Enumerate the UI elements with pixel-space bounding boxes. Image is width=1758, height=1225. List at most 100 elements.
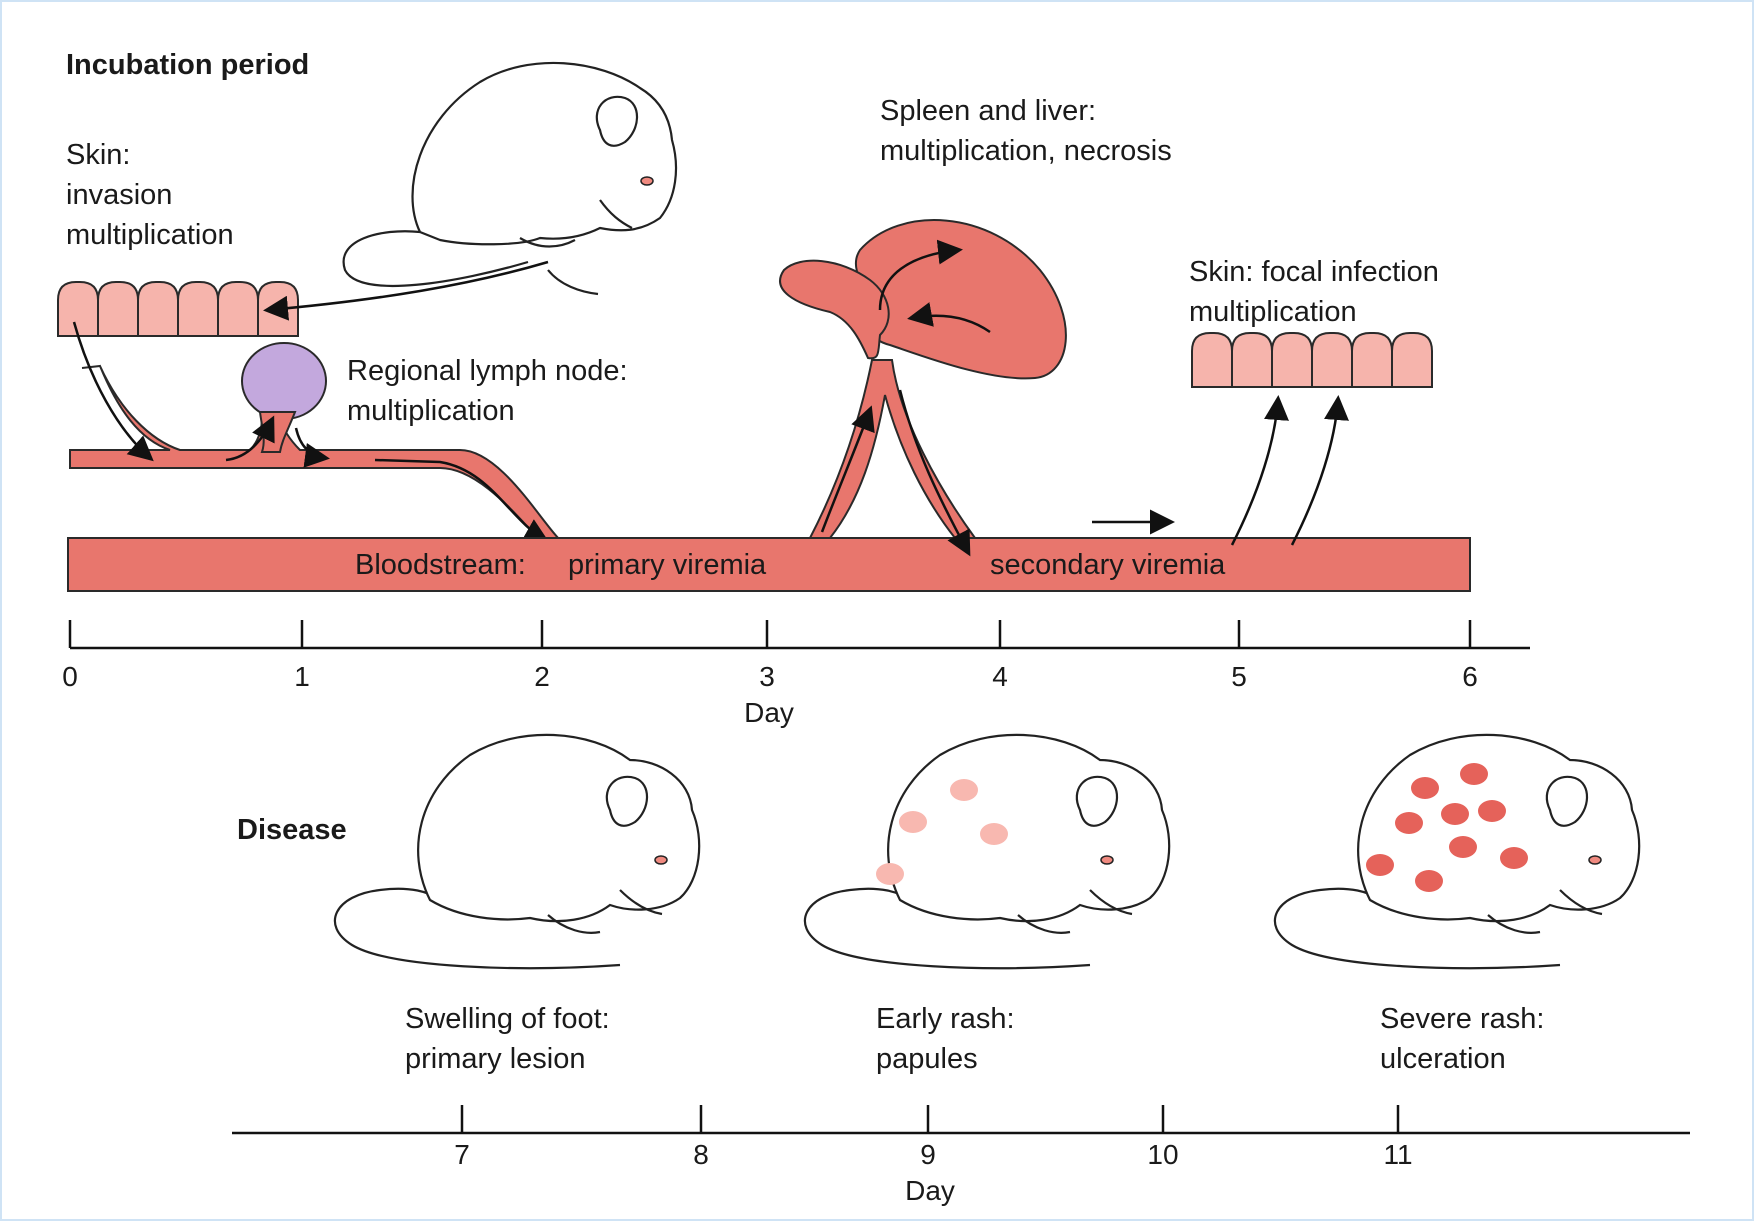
skin-cells-right xyxy=(1191,332,1433,388)
mouse-front-leg xyxy=(599,199,633,229)
lymph-node-label: Regional lymph node: multiplication xyxy=(347,355,628,427)
mouse-top xyxy=(342,61,678,296)
tick-label-4: 4 xyxy=(992,661,1008,692)
stage-1-line-1: Swelling of foot: xyxy=(405,1003,610,1035)
ulcer xyxy=(1478,800,1506,822)
arrow-spleen-multiplication xyxy=(878,239,963,311)
tick-label-8: 8 xyxy=(693,1139,709,1170)
mouse-2-foot xyxy=(1017,914,1071,934)
skin-invasion-line-2: invasion xyxy=(66,179,172,211)
mouse-3-tail xyxy=(1273,887,1561,970)
mouse-2-body xyxy=(887,733,1171,923)
incubation-title: Incubation period xyxy=(66,49,309,81)
mouse-2-front-leg xyxy=(1089,889,1133,916)
mouse-1-foot xyxy=(547,914,601,934)
stage-1-line-2: primary lesion xyxy=(405,1043,586,1075)
mouse-tail xyxy=(342,230,529,288)
tick-label-6: 6 xyxy=(1462,661,1478,692)
mouse-3-front-leg xyxy=(1559,889,1603,916)
mouse-paw xyxy=(519,237,576,248)
secondary-viremia-label: secondary viremia xyxy=(990,549,1226,581)
mouse-1-tail xyxy=(333,887,621,970)
mouse-1-body xyxy=(417,733,701,923)
spleen xyxy=(779,259,890,360)
primary-viremia-label: primary viremia xyxy=(568,549,767,581)
stage-3-line-2: ulceration xyxy=(1380,1043,1506,1075)
ulcer xyxy=(1449,836,1477,858)
mouse-nose xyxy=(640,176,654,186)
mouse-1-nose xyxy=(654,855,668,865)
mouse-tail-tip xyxy=(547,269,599,296)
skin-focal-line-2: multiplication xyxy=(1189,296,1357,328)
arrow-liver-multiplication xyxy=(907,302,991,334)
ulcer xyxy=(1395,812,1423,834)
tick-label-7: 7 xyxy=(454,1139,470,1170)
tick-label-1: 1 xyxy=(294,661,310,692)
mouse-1-ear xyxy=(605,775,649,827)
mouse-stage-3 xyxy=(1273,733,1641,970)
arrow-out-of-node xyxy=(294,427,330,468)
papule xyxy=(950,779,978,801)
skin-invasion-line-3: multiplication xyxy=(66,219,234,251)
bloodstream-bar xyxy=(67,537,1471,592)
tick-label-2: 2 xyxy=(534,661,550,692)
lymph-node-line-2: multiplication xyxy=(347,395,515,427)
papule xyxy=(899,811,927,833)
papule xyxy=(980,823,1008,845)
axis-top-label: Day xyxy=(744,697,794,728)
mouse-stage-2 xyxy=(803,733,1171,970)
axis-bottom-label: Day xyxy=(905,1175,955,1206)
ulcer xyxy=(1460,763,1488,785)
mouse-3-ear xyxy=(1545,775,1589,827)
ulcer xyxy=(1415,870,1443,892)
tick-label-0: 0 xyxy=(62,661,78,692)
organ-vessels xyxy=(808,359,977,539)
mouse-2-ear xyxy=(1075,775,1119,827)
arrow-to-skin-1 xyxy=(1230,395,1289,546)
tick-label-5: 5 xyxy=(1231,661,1247,692)
ulcer xyxy=(1411,777,1439,799)
skin-cells-left xyxy=(57,281,299,337)
axis-top: 0 1 2 3 4 5 6 Day xyxy=(62,620,1530,728)
spleen-liver-label: Spleen and liver: multiplication, necros… xyxy=(880,95,1172,167)
spleen-liver-line-2: multiplication, necrosis xyxy=(880,135,1172,167)
tick-label-9: 9 xyxy=(920,1139,936,1170)
skin-invasion-line-1: Skin: xyxy=(66,139,130,171)
arrow-into-node xyxy=(225,415,275,462)
tick-label-10: 10 xyxy=(1147,1139,1178,1170)
tick-label-3: 3 xyxy=(759,661,775,692)
stage-2-line-2: papules xyxy=(876,1043,978,1075)
lymph-node xyxy=(241,342,327,420)
arrow-to-bloodstream xyxy=(374,458,550,543)
bloodstream-label: Bloodstream: xyxy=(355,549,526,581)
mouse-3-nose xyxy=(1588,855,1602,865)
ulcer xyxy=(1441,803,1469,825)
skin-invasion-label: Skin: invasion multiplication xyxy=(66,139,234,251)
ulcer xyxy=(1500,847,1528,869)
mouse-2-nose xyxy=(1100,855,1114,865)
skin-focal-label: Skin: focal infection multiplication xyxy=(1189,256,1439,328)
stage-2-line-1: Early rash: xyxy=(876,1003,1015,1035)
arrow-from-organs xyxy=(898,389,971,557)
mouse-ear xyxy=(595,95,639,147)
mouse-1-front-leg xyxy=(619,889,663,916)
spleen-liver-line-1: Spleen and liver: xyxy=(880,95,1096,127)
arrow-to-organs xyxy=(820,405,875,533)
mouse-body xyxy=(411,61,678,246)
arrow-mouse-to-skin xyxy=(263,260,549,321)
arrow-to-skin-2 xyxy=(1290,395,1349,546)
mouse-2-tail xyxy=(803,887,1091,970)
tick-label-11: 11 xyxy=(1383,1139,1412,1170)
lymph-node-line-1: Regional lymph node: xyxy=(347,355,628,387)
mouse-stage-1 xyxy=(333,733,701,970)
stage-3-line-1: Severe rash: xyxy=(1380,1003,1544,1035)
ulcer xyxy=(1366,854,1394,876)
papule xyxy=(876,863,904,885)
disease-title: Disease xyxy=(237,814,347,846)
arrow-skin-to-lymph xyxy=(72,321,154,462)
skin-focal-line-1: Skin: focal infection xyxy=(1189,256,1439,288)
axis-bottom: 7 8 9 10 11 Day xyxy=(232,1105,1690,1206)
liver xyxy=(854,219,1067,380)
